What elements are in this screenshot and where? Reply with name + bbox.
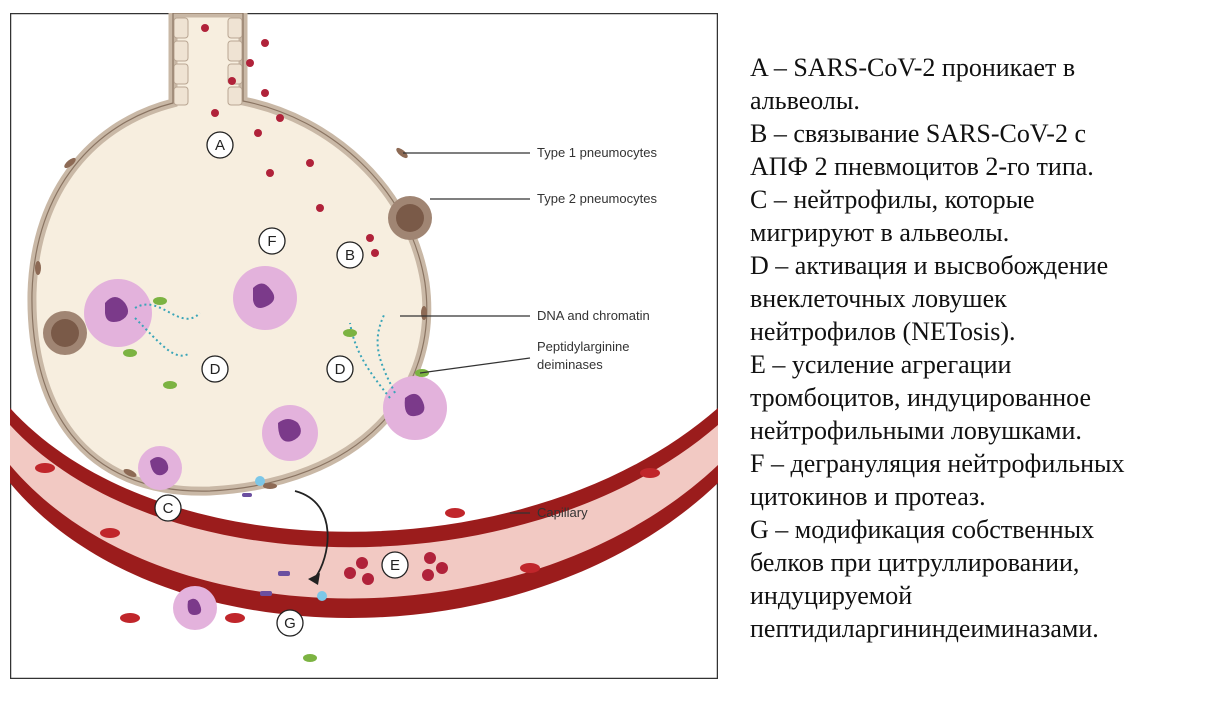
callout-pad-2: deiminases <box>537 357 603 372</box>
legend-line: альвеолы. <box>750 84 1210 117</box>
legend-line: индуцируемой <box>750 579 1210 612</box>
neutrophil-d-right <box>383 376 447 440</box>
legend: A – SARS-CoV-2 проникает в альвеолы. B –… <box>750 51 1210 645</box>
legend-line: E – усиление агрегации <box>750 348 1210 381</box>
svg-text:B: B <box>345 247 355 264</box>
neutrophil-c <box>138 446 182 490</box>
svg-text:D: D <box>210 361 221 378</box>
alveolus-diagram: Type 1 pneumocytes Type 2 pneumocytes DN… <box>10 13 718 679</box>
legend-line: белков при цитруллировании, <box>750 546 1210 579</box>
neutrophil-center <box>262 405 318 461</box>
callout-pad-1: Peptidylarginine <box>537 339 630 354</box>
svg-text:G: G <box>284 615 296 632</box>
type2-pneumocyte-left <box>43 311 87 355</box>
svg-text:A: A <box>215 137 225 154</box>
type2-pneumocyte <box>388 196 432 240</box>
legend-line: A – SARS-CoV-2 проникает в <box>750 51 1210 84</box>
marker-f: F <box>259 228 285 254</box>
svg-text:C: C <box>163 500 174 517</box>
marker-g: G <box>277 610 303 636</box>
legend-line: B – связывание SARS-CoV-2 с <box>750 117 1210 150</box>
neutrophil-migrating <box>173 586 217 630</box>
legend-line: нейтрофильными ловушками. <box>750 414 1210 447</box>
alveolus-figure: Type 1 pneumocytes Type 2 pneumocytes DN… <box>10 13 718 679</box>
marker-b: B <box>337 242 363 268</box>
marker-d-right: D <box>327 356 353 382</box>
legend-line: D – активация и высвобождение <box>750 249 1210 282</box>
legend-line: АПФ 2 пневмоцитов 2-го типа. <box>750 150 1210 183</box>
svg-text:D: D <box>335 361 346 378</box>
marker-e: E <box>382 552 408 578</box>
legend-line: мигрируют в альвеолы. <box>750 216 1210 249</box>
legend-line: пептидиларгининдеиминазами. <box>750 612 1210 645</box>
legend-line: цитокинов и протеаз. <box>750 480 1210 513</box>
legend-line: C – нейтрофилы, которые <box>750 183 1210 216</box>
legend-line: внеклеточных ловушек <box>750 282 1210 315</box>
legend-line: G – модификация собственных <box>750 513 1210 546</box>
callout-dna: DNA and chromatin <box>537 308 650 323</box>
callout-type1: Type 1 pneumocytes <box>537 145 657 160</box>
neutrophil-f <box>233 266 297 330</box>
svg-text:F: F <box>267 233 276 250</box>
svg-text:E: E <box>390 557 400 574</box>
legend-line: нейтрофилов (NETosis). <box>750 315 1210 348</box>
marker-d-left: D <box>202 356 228 382</box>
marker-a: A <box>207 132 233 158</box>
callout-type2: Type 2 pneumocytes <box>537 191 657 206</box>
marker-c: C <box>155 495 181 521</box>
legend-line: F – дегрануляция нейтрофильных <box>750 447 1210 480</box>
callout-capillary: Capillary <box>537 505 588 520</box>
legend-line: тромбоцитов, индуцированное <box>750 381 1210 414</box>
neutrophil-d-left <box>84 279 152 347</box>
